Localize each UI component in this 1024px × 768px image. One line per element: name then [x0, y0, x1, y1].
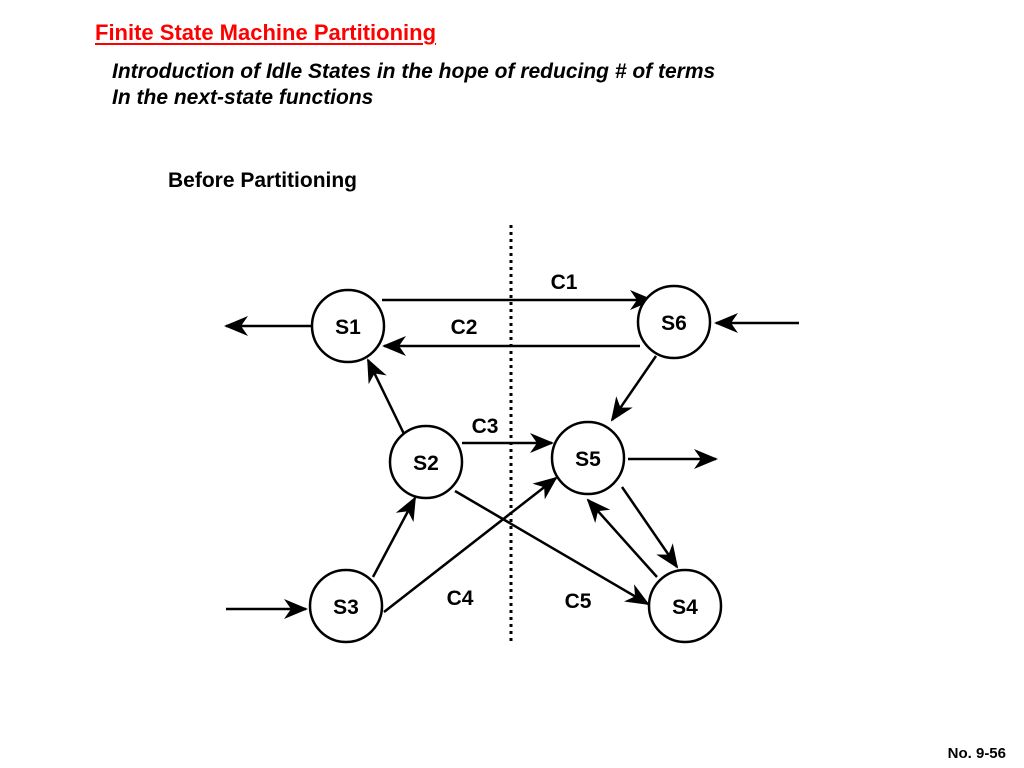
state-label: S6	[661, 312, 687, 335]
transition-s2-s4	[454, 489, 650, 606]
transition-s6-s5	[610, 355, 658, 422]
slide-title: Finite State Machine Partitioning	[95, 20, 437, 45]
transition-s2-s1	[366, 358, 407, 437]
state-s6: S6	[636, 284, 712, 360]
condition-label-c1: C1	[551, 271, 578, 294]
state-label: S5	[575, 448, 601, 471]
state-s1: S1	[310, 288, 386, 364]
transition-s3-s5	[383, 476, 558, 613]
state-s4: S4	[647, 568, 723, 644]
condition-label-c4: C4	[447, 587, 474, 610]
state-circle	[647, 568, 723, 644]
page-number: No. 9-56	[947, 745, 1006, 762]
subtitle-line-1: Introduction of Idle States in the hope …	[112, 60, 716, 83]
transition-s3-s2	[371, 496, 417, 578]
state-circle	[310, 288, 386, 364]
state-circle	[308, 568, 384, 644]
condition-label-c5: C5	[565, 590, 592, 613]
condition-label-c2: C2	[451, 316, 478, 339]
condition-label-c3: C3	[472, 415, 499, 438]
state-circle	[388, 424, 464, 500]
state-s2: S2	[388, 424, 464, 500]
state-label: S3	[333, 596, 359, 619]
transition-s4-s5	[586, 498, 658, 578]
state-s3: S3	[308, 568, 384, 644]
transition-s5-s4	[620, 486, 679, 569]
state-label: S1	[335, 316, 361, 339]
state-circle	[550, 420, 626, 496]
subtitle-line-2: In the next-state functions	[112, 86, 374, 109]
state-circle	[636, 284, 712, 360]
state-label: S2	[413, 452, 439, 475]
state-s5: S5	[550, 420, 626, 496]
section-heading: Before Partitioning	[168, 169, 358, 192]
state-label: S4	[672, 596, 698, 619]
